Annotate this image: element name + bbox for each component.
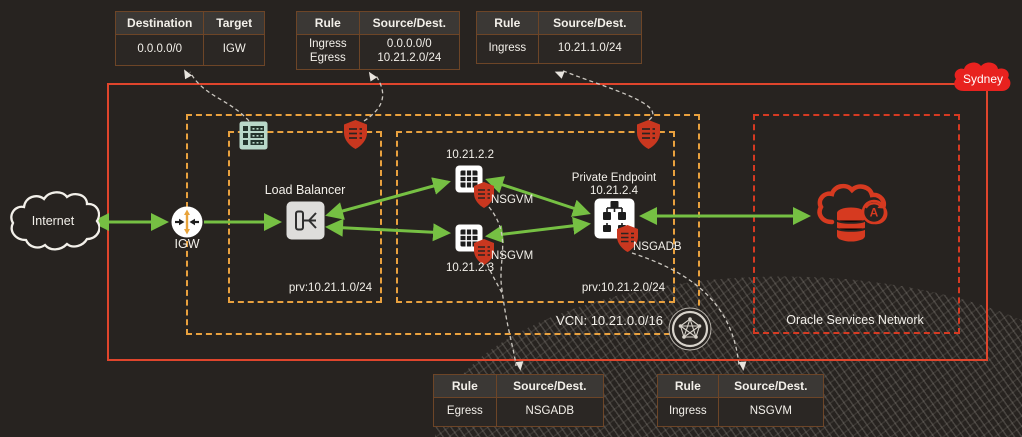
nsg-adb-rules-callout: Rule Source/Dest. Ingress NSGVM <box>657 374 824 427</box>
security-list-app-icon <box>637 120 660 149</box>
rule-line: Ingress <box>308 38 347 51</box>
src-line: 10.21.2.0/24 <box>377 52 442 64</box>
adb-cloud-icon: A <box>817 183 888 242</box>
osn-label: Oracle Services Network <box>786 313 924 327</box>
nsg-vm1-label: NSGVM <box>491 194 534 206</box>
table-cell: 0.0.0.0/0 <box>137 43 183 56</box>
column-header: Rule <box>434 375 496 398</box>
seclist-app-callout: Rule Source/Dest. Ingress 10.21.1.0/24 <box>476 11 642 64</box>
column-header: Rule <box>658 375 718 398</box>
table-cell: 10.21.1.0/24 <box>537 35 641 63</box>
svg-text:A: A <box>870 206 879 220</box>
load-balancer-icon <box>286 201 325 240</box>
route-table-callout: Destination Target 0.0.0.0/0 IGW <box>115 11 265 66</box>
vm2-label: 10.21.2.3 <box>446 262 494 274</box>
column-header: Destination <box>116 12 204 35</box>
security-list-lb-icon <box>344 120 367 149</box>
nsg-adb-label: NSGADB <box>633 241 682 253</box>
table-cell: Ingress Egress <box>297 35 359 69</box>
table-cell: 0.0.0.0/0 10.21.2.0/24 <box>358 35 459 69</box>
table-cell: NSGVM <box>717 398 823 426</box>
region-label: Sydney <box>963 72 1003 86</box>
private-endpoint-ip: 10.21.2.4 <box>590 185 638 197</box>
subnet-app-cidr-label: prv:10.21.2.0/24 <box>581 282 665 294</box>
column-header: Source/Dest. <box>495 375 603 398</box>
column-header: Source/Dest. <box>358 12 459 35</box>
src-line: 0.0.0.0/0 <box>386 38 432 51</box>
nsg-vm-rules-callout: Rule Source/Dest. Egress NSGADB <box>433 374 604 427</box>
load-balancer-label: Load Balancer <box>264 183 346 197</box>
table-cell: Egress <box>446 405 483 418</box>
table-cell: Ingress <box>488 42 527 55</box>
column-header: Source/Dest. <box>717 375 823 398</box>
region-cloud-badge: Sydney <box>954 62 1011 91</box>
route-table-icon <box>239 121 268 150</box>
table-cell: IGW <box>203 35 264 65</box>
rule-line: Egress <box>309 52 346 64</box>
vm2-icon <box>455 224 483 252</box>
table-cell: NSGADB <box>495 398 603 426</box>
table-cell: Ingress <box>668 405 707 418</box>
seclist-lb-callout: Rule Source/Dest. Ingress Egress 0.0.0.0… <box>296 11 460 70</box>
igw-label: IGW <box>174 237 200 251</box>
column-header: Source/Dest. <box>537 12 641 35</box>
internet-label: Internet <box>32 214 75 228</box>
vm1-label: 10.21.2.2 <box>446 149 494 161</box>
private-endpoint-label: Private Endpoint <box>571 172 657 184</box>
column-header: Target <box>203 12 264 35</box>
igw-icon <box>171 206 203 238</box>
vcn-cidr-label: VCN: 10.21.0.0/16 <box>556 313 663 328</box>
nsg-adb-shield-icon <box>617 225 638 252</box>
nsg-vm2-label: NSGVM <box>491 250 534 262</box>
internet-cloud-icon: Internet <box>10 191 100 251</box>
vcn-badge-icon <box>668 307 712 351</box>
subnet-lb-cidr-label: prv:10.21.1.0/24 <box>288 282 372 294</box>
column-header: Rule <box>477 12 538 35</box>
column-header: Rule <box>297 12 359 35</box>
